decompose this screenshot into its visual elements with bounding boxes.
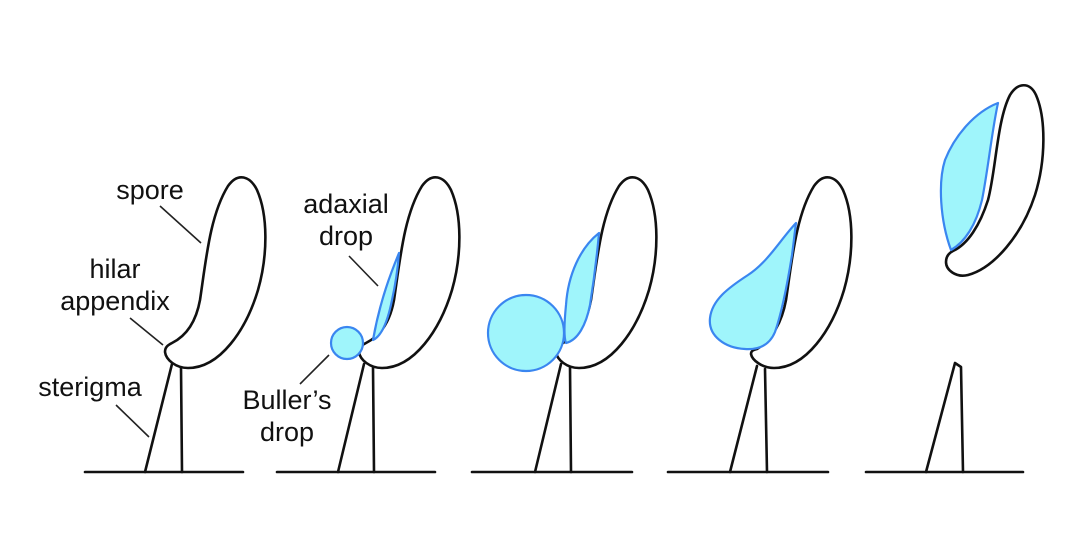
bullers-drop-2 (329, 325, 365, 361)
sterigma-3 (533, 362, 573, 474)
coalesced-drop-4 (708, 221, 798, 351)
leader-spore (159, 205, 202, 244)
label-hilar-line1: hilar (89, 254, 140, 284)
leader-sterigma (115, 404, 150, 438)
label-buller-line2: drop (260, 417, 314, 447)
annotations: spore hilar appendix sterigma adaxial dr… (38, 175, 389, 447)
panel-3 (470, 176, 658, 474)
panel-4 (666, 176, 853, 474)
panel-1 (83, 176, 267, 474)
bullers-drop-3 (486, 293, 566, 373)
spore-1 (163, 176, 267, 370)
label-buller-line1: Buller’s (242, 385, 331, 415)
leader-hilar (129, 317, 164, 346)
label-hilar-line2: appendix (60, 286, 170, 316)
panel-5 (864, 83, 1045, 474)
sterigma-4 (728, 364, 769, 474)
adaxial-drop-5 (939, 101, 1000, 252)
sterigma-stub-5 (924, 361, 965, 474)
adaxial-drop-3 (563, 231, 601, 345)
leader-buller (299, 354, 330, 385)
label-adaxial-line1: adaxial (303, 189, 389, 219)
sterigma-1 (143, 362, 184, 474)
label-spore: spore (116, 175, 184, 205)
label-sterigma: sterigma (38, 372, 143, 402)
sterigma-2 (336, 362, 376, 474)
panel-2 (275, 176, 461, 474)
discharged-spore-5 (944, 83, 1045, 277)
label-adaxial-line2: drop (319, 221, 373, 251)
adaxial-drop-2 (371, 251, 401, 342)
leader-adaxial (348, 255, 379, 287)
